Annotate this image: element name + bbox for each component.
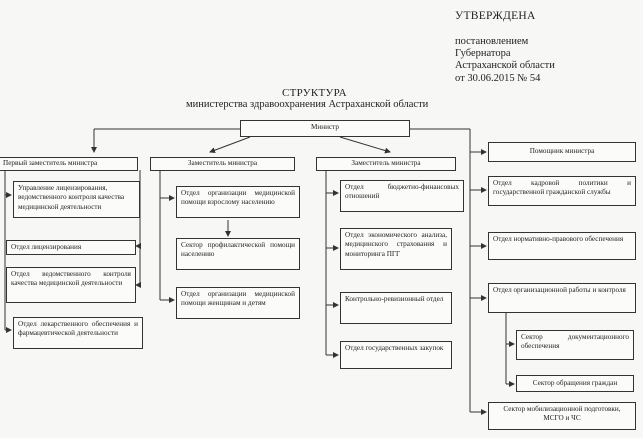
node-legal-dept: Отдел нормативно-правового обеспечения <box>488 232 636 260</box>
node-hr-dept: Отдел кадровой политики и государственно… <box>488 176 636 206</box>
chart-title: СТРУКТУРА <box>282 87 347 99</box>
approval-line-4: от 30.06.2015 № 54 <box>455 73 541 84</box>
node-licensing-control: Управление лицензирования, ведомственног… <box>13 181 140 218</box>
node-women-children-dept: Отдел организации медицинской помощи жен… <box>176 287 300 319</box>
approval-heading: УТВЕРЖДЕНА <box>455 10 536 22</box>
node-prevention-sector: Сектор профилактической помощи населению <box>176 238 300 270</box>
node-procurement-dept: Отдел государственных закупок <box>340 341 452 369</box>
node-minister: Министр <box>240 120 410 137</box>
node-economic-dept: Отдел экономического анализа, медицинско… <box>340 228 452 270</box>
node-pharmacy-dept: Отдел лекарственного обеспечения и фарма… <box>13 317 143 349</box>
node-docs-sector: Сектор документационного обеспечения <box>516 330 634 360</box>
node-assistant: Помощник министра <box>488 142 636 162</box>
node-audit-dept: Контрольно-ревизионный отдел <box>340 292 452 324</box>
approval-line-3: Астраханской области <box>455 60 555 71</box>
node-budget-dept: Отдел бюджетно-финансовых отношений <box>340 180 464 212</box>
node-first-deputy: Первый заместитель министра <box>0 157 138 171</box>
node-quality-control-dept: Отдел ведомственного контроля качества м… <box>6 267 136 303</box>
node-adult-care-dept: Отдел организации медицинской помощи взр… <box>176 186 300 218</box>
node-deputy-2: Заместитель министра <box>316 157 456 171</box>
node-deputy-1: Заместитель министра <box>150 157 295 171</box>
approval-line-2: Губернатора <box>455 48 511 59</box>
approval-line-1: постановлением <box>455 36 529 47</box>
node-citizens-sector: Сектор обращения граждан <box>516 375 634 392</box>
chart-subtitle: министерства здравоохранения Астраханско… <box>186 99 429 110</box>
node-org-dept: Отдел организационной работы и контроля <box>488 283 636 313</box>
node-mobilization-sector: Сектор мобилизационной подготовки, МСГО … <box>488 402 636 430</box>
node-licensing-dept: Отдел лицензирования <box>6 240 136 255</box>
